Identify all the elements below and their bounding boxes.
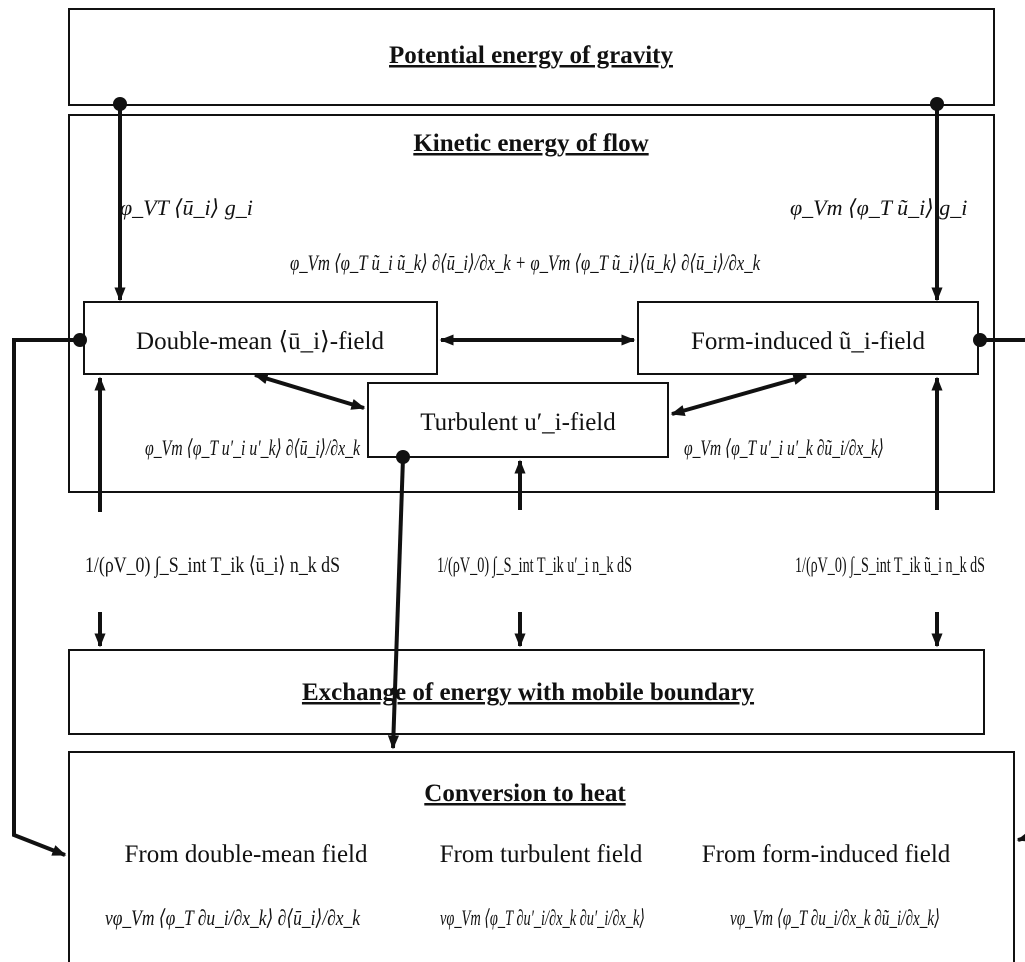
term-form-induced-turbulent: φ_Vm ⟨φ_T u′_i u′_k ∂ũ_i/∂x_k⟩: [684, 435, 884, 460]
term-gravity-to-double-mean: φ_VT ⟨ū_i⟩ g_i: [120, 195, 253, 220]
connectors: [12, 104, 1025, 857]
turbulent-field-box: Turbulent u′_i-field: [367, 382, 669, 458]
double-mean-field-box: Double-mean ⟨ū_i⟩-field: [83, 301, 438, 375]
heat-col-turbulent: From turbulent field: [440, 841, 643, 868]
kinetic-energy-title: Kinetic energy of flow: [413, 130, 648, 157]
dot-double-mean: [73, 333, 87, 347]
term-boundary-turbulent: 1/(ρV_0) ∫_S_int T_ik u′_i n_k dS: [437, 552, 632, 578]
form-induced-field-box: Form-induced ũ_i-field: [637, 301, 979, 375]
potential-energy-box: Potential energy of gravity: [68, 8, 995, 106]
arrow-form-induced-turbulent: [670, 374, 808, 416]
conversion-heat-box: Conversion to heat From double-mean fiel…: [68, 751, 1015, 962]
arrow-turbulent-to-heat: [387, 457, 405, 750]
term-boundary-form-induced: 1/(ρV_0) ∫_S_int T_ik ũ_i n_k dS: [795, 552, 985, 578]
potential-energy-title: Potential energy of gravity: [389, 42, 673, 69]
dot-turbulent: [396, 450, 410, 464]
arrow-double-mean-to-heat: [12, 338, 80, 857]
arrow-double-mean-turbulent: [253, 373, 366, 410]
term-heat-form-induced: νφ_Vm ⟨φ_T ∂u_i/∂x_k ∂ũ_i/∂x_k⟩: [730, 905, 940, 930]
kinetic-energy-box: Kinetic energy of flow: [68, 114, 995, 493]
turbulent-field-label: Turbulent u′_i-field: [420, 409, 616, 436]
form-induced-field-label: Form-induced ũ_i-field: [691, 328, 925, 355]
conversion-heat-title: Conversion to heat: [424, 780, 626, 807]
dot-gravity-left: [113, 97, 127, 111]
term-boundary-double-mean: 1/(ρV_0) ∫_S_int T_ik ⟨ū_i⟩ n_k dS: [85, 552, 340, 578]
dot-gravity-right: [930, 97, 944, 111]
exchange-boundary-title: Exchange of energy with mobile boundary: [302, 679, 755, 706]
term-gravity-to-form-induced: φ_Vm ⟨φ_T ũ_i⟩ g_i: [790, 195, 967, 220]
arrow-form-induced-to-heat: [980, 338, 1025, 840]
connector-dots: [73, 97, 987, 464]
heat-col-form-induced: From form-induced field: [702, 841, 951, 868]
heat-col-double-mean: From double-mean field: [125, 841, 368, 868]
term-heat-turbulent: νφ_Vm ⟨φ_T ∂u′_i/∂x_k ∂u′_i/∂x_k⟩: [440, 905, 645, 930]
exchange-boundary-box: Exchange of energy with mobile boundary: [68, 649, 985, 735]
dot-form-induced: [973, 333, 987, 347]
term-double-mean-form-induced: φ_Vm ⟨φ_T ũ_i ũ_k⟩ ∂⟨ū_i⟩/∂x_k + φ_Vm ⟨φ…: [290, 250, 761, 275]
term-heat-double-mean: νφ_Vm ⟨φ_T ∂u_i/∂x_k⟩ ∂⟨ū_i⟩/∂x_k: [105, 905, 361, 930]
term-double-mean-turbulent: φ_Vm ⟨φ_T u′_i u′_k⟩ ∂⟨ū_i⟩/∂x_k: [145, 435, 361, 460]
double-mean-field-label: Double-mean ⟨ū_i⟩-field: [136, 328, 384, 355]
